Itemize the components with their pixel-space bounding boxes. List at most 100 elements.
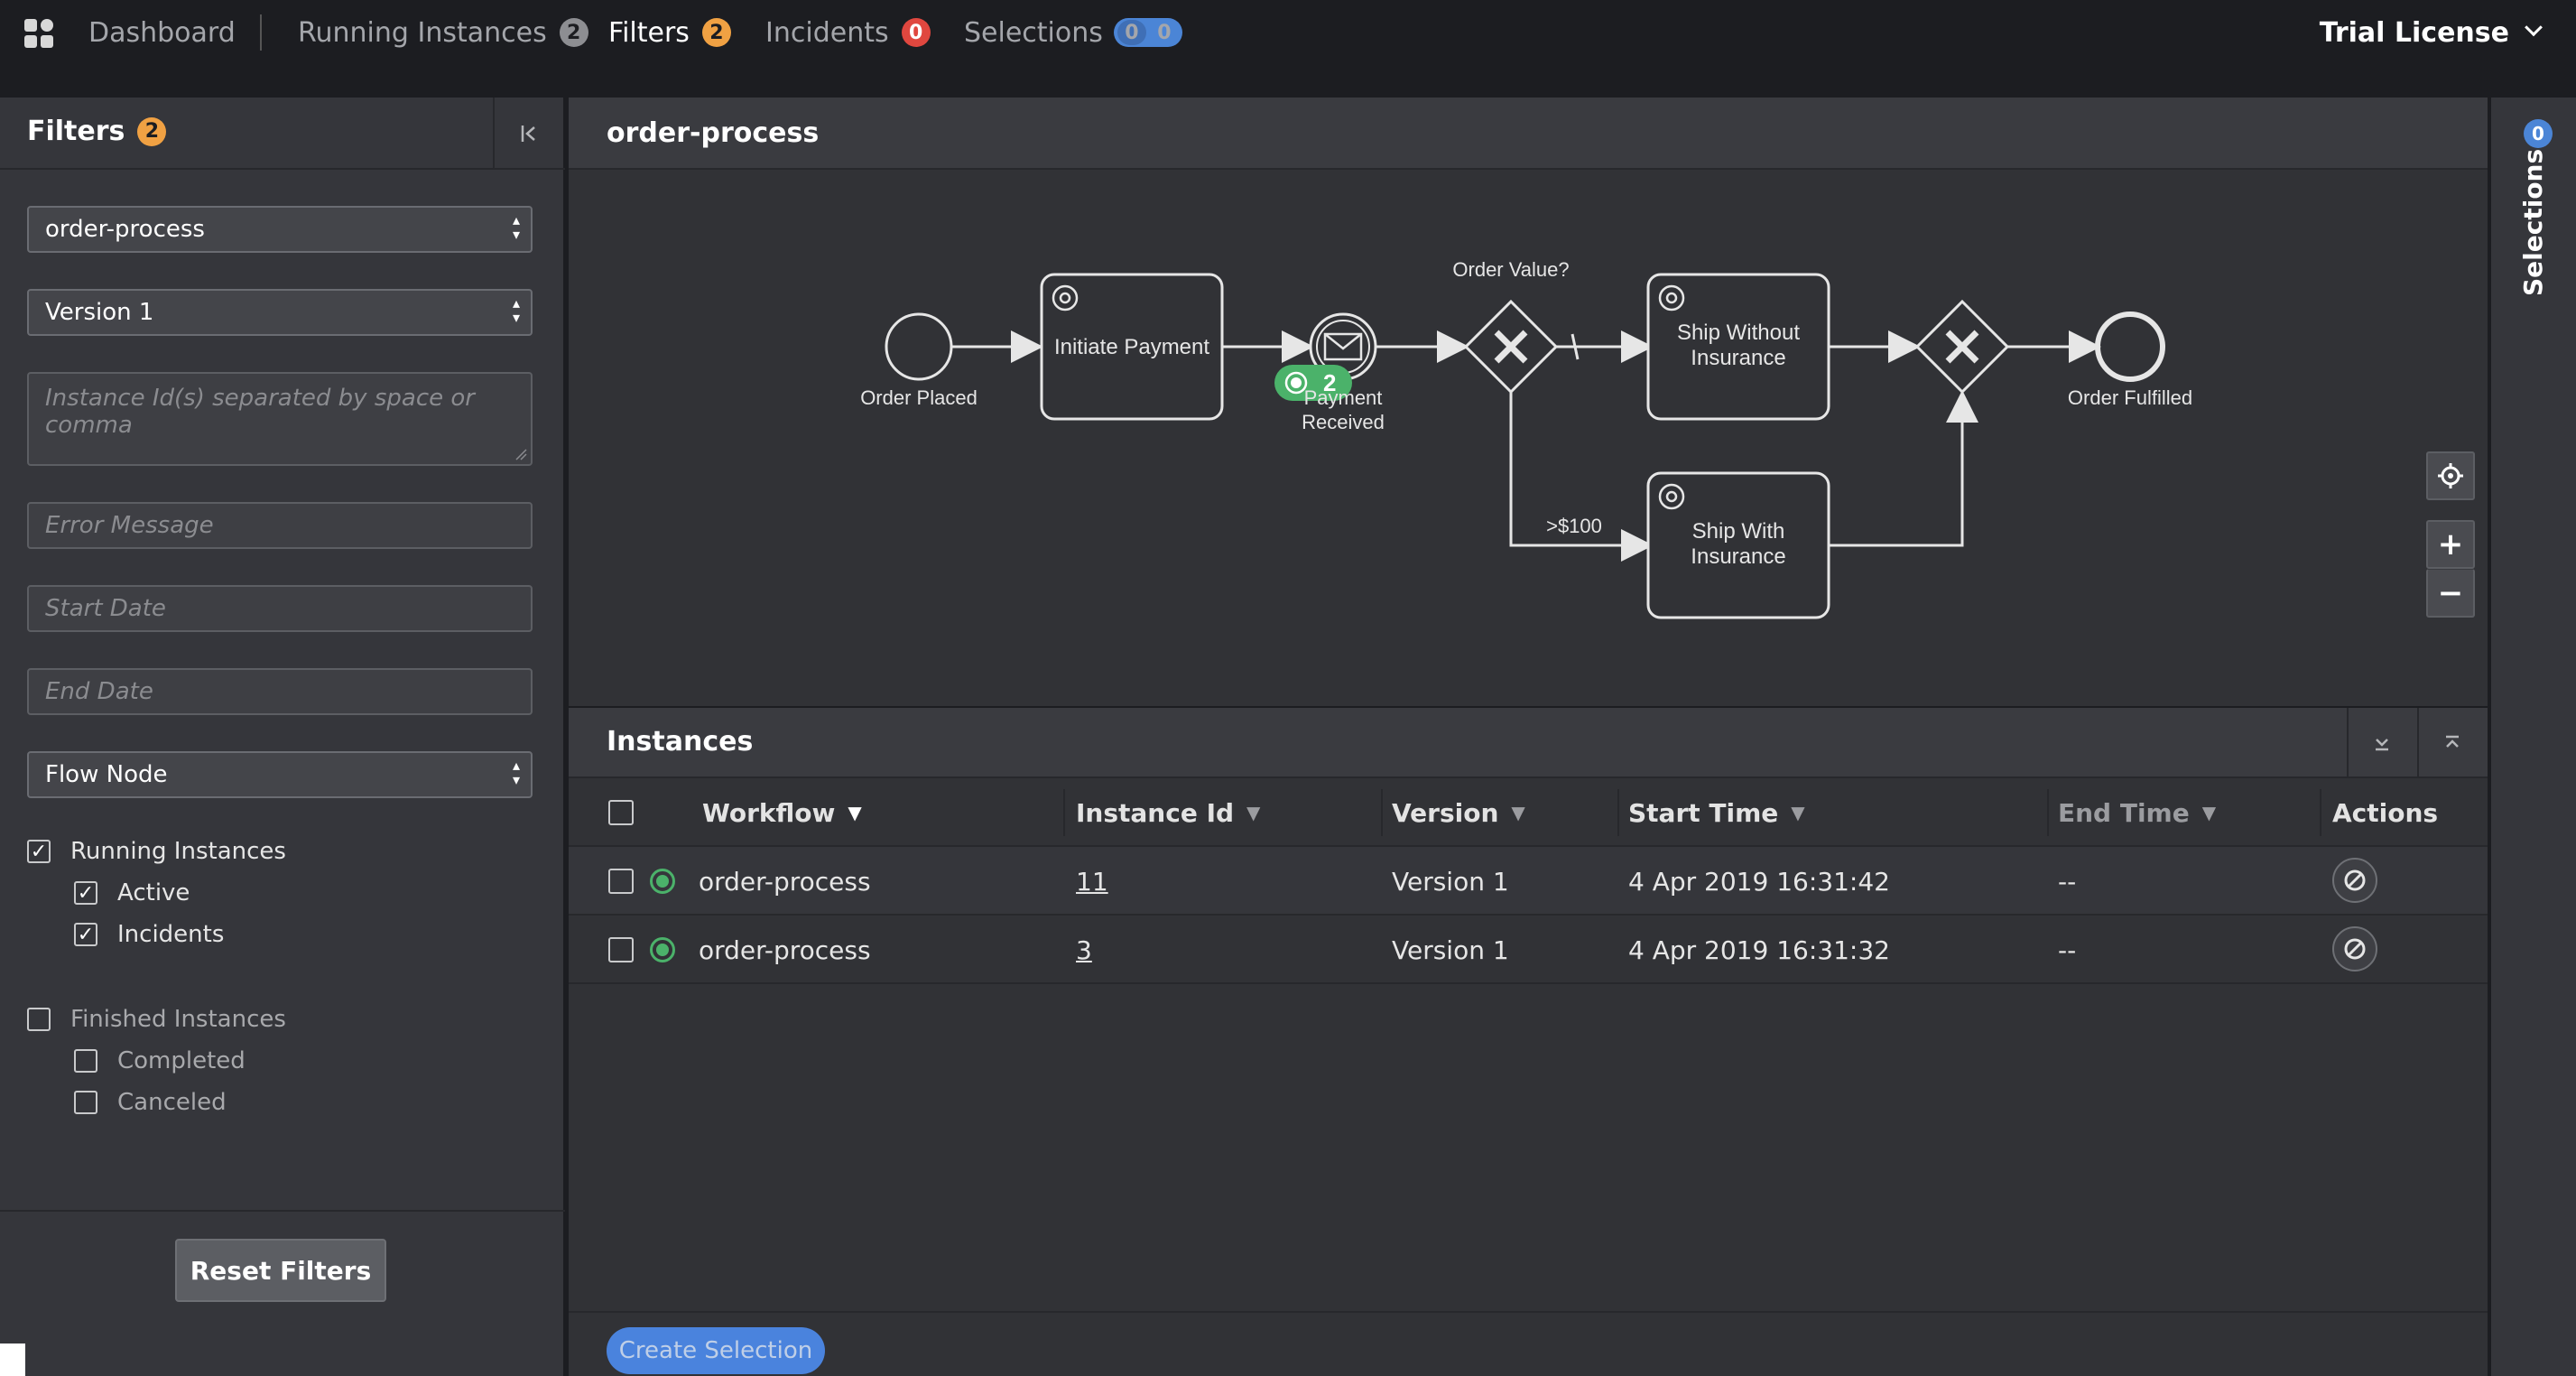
gear-icon bbox=[1658, 483, 1685, 510]
checkbox-unchecked-icon bbox=[27, 1008, 51, 1031]
error-message-placeholder: Error Message bbox=[45, 512, 214, 539]
task-initiate-label: Initiate Payment bbox=[1054, 335, 1209, 359]
row-instance-id-link[interactable]: 3 bbox=[1076, 934, 1092, 965]
cancel-instance-button[interactable] bbox=[2332, 926, 2377, 972]
reset-zoom-button[interactable] bbox=[2426, 451, 2475, 500]
diagram-header: order-process bbox=[569, 98, 2488, 170]
end-date-field[interactable]: End Date bbox=[27, 668, 533, 715]
active-count-label: 2 bbox=[1323, 369, 1336, 396]
active-checkbox[interactable]: ✓ Active bbox=[74, 879, 190, 906]
zoom-in-button[interactable]: + bbox=[2426, 520, 2475, 569]
version-select[interactable]: Version 1 bbox=[27, 289, 533, 336]
row-checkbox[interactable] bbox=[608, 937, 634, 962]
bpmn-diagram[interactable]: Order Placed Initiate Payment Payment Re… bbox=[569, 170, 2488, 706]
sequence-flow bbox=[1829, 390, 1978, 547]
task-ship-with-insurance[interactable] bbox=[1646, 471, 1830, 619]
column-instance-id[interactable]: Instance Id ▼ bbox=[1076, 778, 1260, 847]
column-version[interactable]: Version ▼ bbox=[1392, 778, 1525, 847]
gear-icon bbox=[1658, 284, 1685, 311]
row-version: Version 1 bbox=[1392, 866, 1509, 897]
column-divider bbox=[1063, 789, 1065, 836]
running-instances-label: Running Instances bbox=[70, 838, 286, 865]
nav-divider bbox=[260, 14, 262, 51]
ship-with-label-2: Insurance bbox=[1691, 544, 1785, 569]
checkbox-unchecked-icon bbox=[74, 1091, 97, 1114]
column-actions-label: Actions bbox=[2332, 797, 2439, 828]
start-date-field[interactable]: Start Date bbox=[27, 585, 533, 632]
column-start-time-label: Start Time bbox=[1628, 797, 1779, 828]
collapse-filters-button[interactable] bbox=[493, 98, 565, 170]
nav-selections[interactable]: Selections 0 0 bbox=[964, 14, 1182, 51]
finished-instances-checkbox[interactable]: Finished Instances bbox=[27, 1006, 286, 1033]
row-start-time: 4 Apr 2019 16:31:32 bbox=[1628, 934, 1890, 965]
column-workflow[interactable]: Workflow ▼ bbox=[702, 778, 862, 847]
incidents-checkbox[interactable]: ✓ Incidents bbox=[74, 921, 224, 948]
column-end-time[interactable]: End Time ▼ bbox=[2058, 778, 2216, 847]
sort-arrow-icon: ▼ bbox=[1511, 802, 1525, 823]
selections-vertical-title: Selections bbox=[2518, 148, 2548, 296]
collapse-instances-button[interactable] bbox=[2347, 708, 2415, 778]
start-event-label: Order Placed bbox=[860, 386, 978, 409]
row-checkbox[interactable] bbox=[608, 869, 634, 894]
nav-selections-label: Selections bbox=[964, 16, 1103, 49]
end-event[interactable] bbox=[2095, 311, 2165, 382]
nav-filters[interactable]: Filters 2 bbox=[608, 14, 731, 51]
crosshair-icon bbox=[2438, 463, 2463, 488]
row-version: Version 1 bbox=[1392, 934, 1509, 965]
license-dropdown[interactable]: Trial License bbox=[2319, 14, 2543, 51]
expand-instances-button[interactable] bbox=[2417, 708, 2486, 778]
table-row[interactable]: order-process 11 Version 1 4 Apr 2019 16… bbox=[569, 847, 2488, 916]
gateway-x-icon bbox=[1494, 330, 1528, 364]
column-start-time[interactable]: Start Time ▼ bbox=[1628, 778, 1805, 847]
app-logo-icon[interactable] bbox=[23, 18, 54, 49]
active-state-icon bbox=[650, 937, 675, 962]
canceled-checkbox[interactable]: Canceled bbox=[74, 1089, 227, 1116]
table-row[interactable]: order-process 3 Version 1 4 Apr 2019 16:… bbox=[569, 916, 2488, 984]
row-workflow: order-process bbox=[699, 866, 871, 897]
flow-node-select[interactable]: Flow Node bbox=[27, 751, 533, 798]
instances-header: Instances bbox=[569, 708, 2488, 778]
minus-icon: − bbox=[2437, 574, 2464, 611]
row-instance-id-link[interactable]: 11 bbox=[1076, 866, 1108, 897]
start-event[interactable] bbox=[885, 312, 953, 381]
select-all-checkbox[interactable] bbox=[608, 800, 634, 825]
version-select-value: Version 1 bbox=[45, 299, 154, 326]
reset-filters-button[interactable]: Reset Filters bbox=[175, 1239, 386, 1302]
nav-running-instances-label: Running Instances bbox=[298, 16, 547, 49]
instance-ids-field[interactable]: Instance Id(s) separated by space or com… bbox=[27, 372, 533, 466]
diagram-panel: order-process bbox=[569, 98, 2488, 706]
selections-panel-collapsed[interactable]: 0 Selections bbox=[2489, 98, 2576, 1376]
corner-marker bbox=[0, 1343, 25, 1376]
default-flow-marker bbox=[1571, 333, 1580, 360]
nav-dashboard[interactable]: Dashboard bbox=[88, 14, 236, 51]
zoom-out-button[interactable]: − bbox=[2426, 569, 2475, 618]
finished-instances-label: Finished Instances bbox=[70, 1006, 286, 1033]
gear-icon bbox=[1052, 284, 1079, 311]
column-actions: Actions bbox=[2332, 778, 2438, 847]
start-date-placeholder: Start Date bbox=[45, 595, 166, 622]
chevron-down-icon bbox=[2525, 18, 2543, 37]
active-state-icon bbox=[650, 869, 675, 894]
task-initiate-payment[interactable] bbox=[1040, 273, 1224, 421]
filters-panel-header: Filters 2 bbox=[0, 98, 565, 170]
nav-incidents[interactable]: Incidents 0 bbox=[765, 14, 931, 51]
checkbox-unchecked-icon bbox=[74, 1049, 97, 1073]
filters-panel-badge: 2 bbox=[137, 116, 167, 146]
create-selection-button[interactable]: Create Selection bbox=[607, 1327, 825, 1374]
selections-count-badge: 0 bbox=[2524, 119, 2553, 148]
resize-handle-icon[interactable] bbox=[514, 448, 527, 460]
nav-running-instances[interactable]: Running Instances 2 bbox=[298, 14, 588, 51]
completed-checkbox[interactable]: Completed bbox=[74, 1047, 246, 1074]
cancel-instance-button[interactable] bbox=[2332, 858, 2377, 903]
completed-label: Completed bbox=[117, 1047, 246, 1074]
license-label: Trial License bbox=[2319, 16, 2509, 49]
ship-with-label-1: Ship With bbox=[1692, 519, 1785, 544]
end-date-placeholder: End Date bbox=[45, 678, 153, 705]
checkbox-checked-icon: ✓ bbox=[27, 840, 51, 863]
error-message-field[interactable]: Error Message bbox=[27, 502, 533, 549]
column-version-label: Version bbox=[1392, 797, 1499, 828]
task-ship-without-insurance[interactable] bbox=[1646, 273, 1830, 421]
running-instances-checkbox[interactable]: ✓ Running Instances bbox=[27, 838, 286, 865]
instances-panel: Instances Workflow ▼ Instance Id ▼ Vers bbox=[569, 708, 2488, 1376]
workflow-select[interactable]: order-process bbox=[27, 206, 533, 253]
